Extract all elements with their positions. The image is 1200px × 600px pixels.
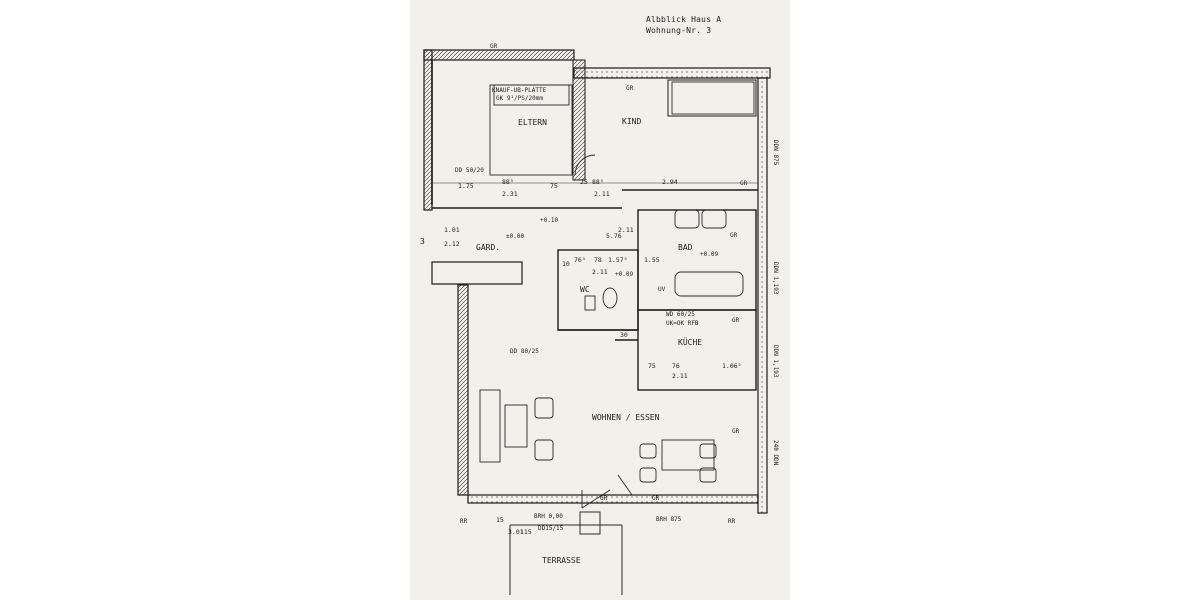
dimension: 2.31 [502, 190, 518, 198]
wall-eltern-kind [572, 59, 586, 181]
wall-top-kind [573, 67, 771, 79]
note-uk-ok-rfb: UK=OK RFB [666, 320, 699, 327]
margin-note: 240 DDN [772, 440, 779, 466]
dimension: 2.12 [444, 240, 460, 248]
dimension: 78 [594, 256, 602, 264]
room-wohnen-essen: WOHNEN / ESSEN [592, 413, 660, 422]
note-knauf-plate: KNAUF-UB-PLATTE [492, 87, 547, 94]
level-0-10: +0.10 [540, 217, 558, 224]
dimension: 2.11 [592, 268, 608, 276]
gr-label: GR [490, 43, 498, 50]
floor-plan-drawing: ELTERN KIND GARD. BAD WC KÜCHE WOHNEN / … [420, 43, 779, 595]
dimension: 75 [648, 362, 656, 370]
dimension: 1.01 [444, 226, 460, 234]
room-terrasse: TERRASSE [542, 556, 581, 565]
dimension: 75 [550, 182, 558, 190]
dimension: 2.11 [618, 226, 634, 234]
dimension: 76 [672, 362, 680, 370]
margin-note: DDN 1,193 [772, 345, 779, 378]
furniture [479, 81, 755, 509]
note-brh-875: BRH 875 [656, 516, 682, 523]
wall-top-eltern [423, 49, 575, 61]
floor-plan-sheet: Albblick Haus A Wohnung-Nr. 3 [410, 0, 790, 600]
wall-right [757, 77, 768, 514]
dimension: 2.11 [672, 372, 688, 380]
dimension: 1.06⁵ [722, 362, 742, 370]
dimension: 1.75 [458, 182, 474, 190]
bathtub [674, 271, 744, 297]
header-apartment-number: Wohnung-Nr. 3 [646, 26, 712, 35]
note-uv: UV [658, 286, 666, 293]
dimension: 10 [562, 260, 570, 268]
room-wc: WC [580, 285, 590, 294]
note-dd-15-15: DD15/15 [538, 525, 564, 532]
note-knauf-spec: GK 9¹/PS/20mm [496, 95, 543, 102]
wall-left-eltern [423, 49, 433, 211]
level-bad: +0.09 [700, 251, 718, 258]
dimension: 1.55 [644, 256, 660, 264]
gr-label: GR [732, 317, 740, 324]
dimension: 15 [496, 516, 504, 524]
bed-kind [671, 81, 755, 115]
margin-note: DDN 1,193 [772, 262, 779, 295]
room-kueche: KÜCHE [678, 337, 702, 347]
gr-label: GR [730, 232, 738, 239]
dimension: 76⁵ [574, 256, 586, 264]
room-kind: KIND [622, 117, 641, 126]
wall-left-living [457, 284, 469, 496]
dimension: 1.57⁵ [608, 256, 628, 264]
room-bad: BAD [678, 243, 693, 252]
header-title: Albblick Haus A [646, 15, 722, 24]
terrace [509, 511, 623, 595]
level-wc: +0.09 [615, 271, 633, 278]
rr-label: RR [728, 518, 736, 525]
dimension: 2.11 [594, 190, 610, 198]
dimension: 2.94 [662, 178, 678, 186]
toilet [602, 287, 618, 309]
room-garderobe: GARD. [476, 243, 500, 252]
gr-label: GR [740, 180, 748, 187]
gr-label: GR [732, 428, 740, 435]
note-dd-80-25: DD 80/25 [510, 348, 539, 355]
dimension: 5.76 [606, 232, 622, 240]
gr-label: GR [600, 495, 608, 502]
level-0-00: ±0.00 [506, 233, 524, 240]
note-brh-000: BRH 0,00 [534, 513, 563, 520]
note-dd-50-20: DD 50/20 [455, 167, 484, 174]
dining-table [661, 439, 715, 471]
sofa [479, 389, 501, 463]
dimension: 25 [580, 178, 588, 186]
rr-label: RR [460, 518, 468, 525]
dimension: 30 [620, 331, 628, 339]
gr-label: GR [626, 85, 634, 92]
room-eltern: ELTERN [518, 118, 547, 127]
wall-bottom [467, 494, 759, 504]
axis-marker-3: 3 [420, 237, 425, 246]
dimension: 88⁵ [502, 178, 514, 186]
gr-label: GR [652, 495, 660, 502]
walls [423, 49, 771, 514]
margin-note: DDN 875 [772, 140, 779, 166]
note-wd-60-25: WD 60/25 [666, 311, 695, 318]
dimension: 3.01 [508, 528, 524, 536]
dimension: 115 [520, 528, 532, 536]
dimension: 88⁵ [592, 178, 604, 186]
